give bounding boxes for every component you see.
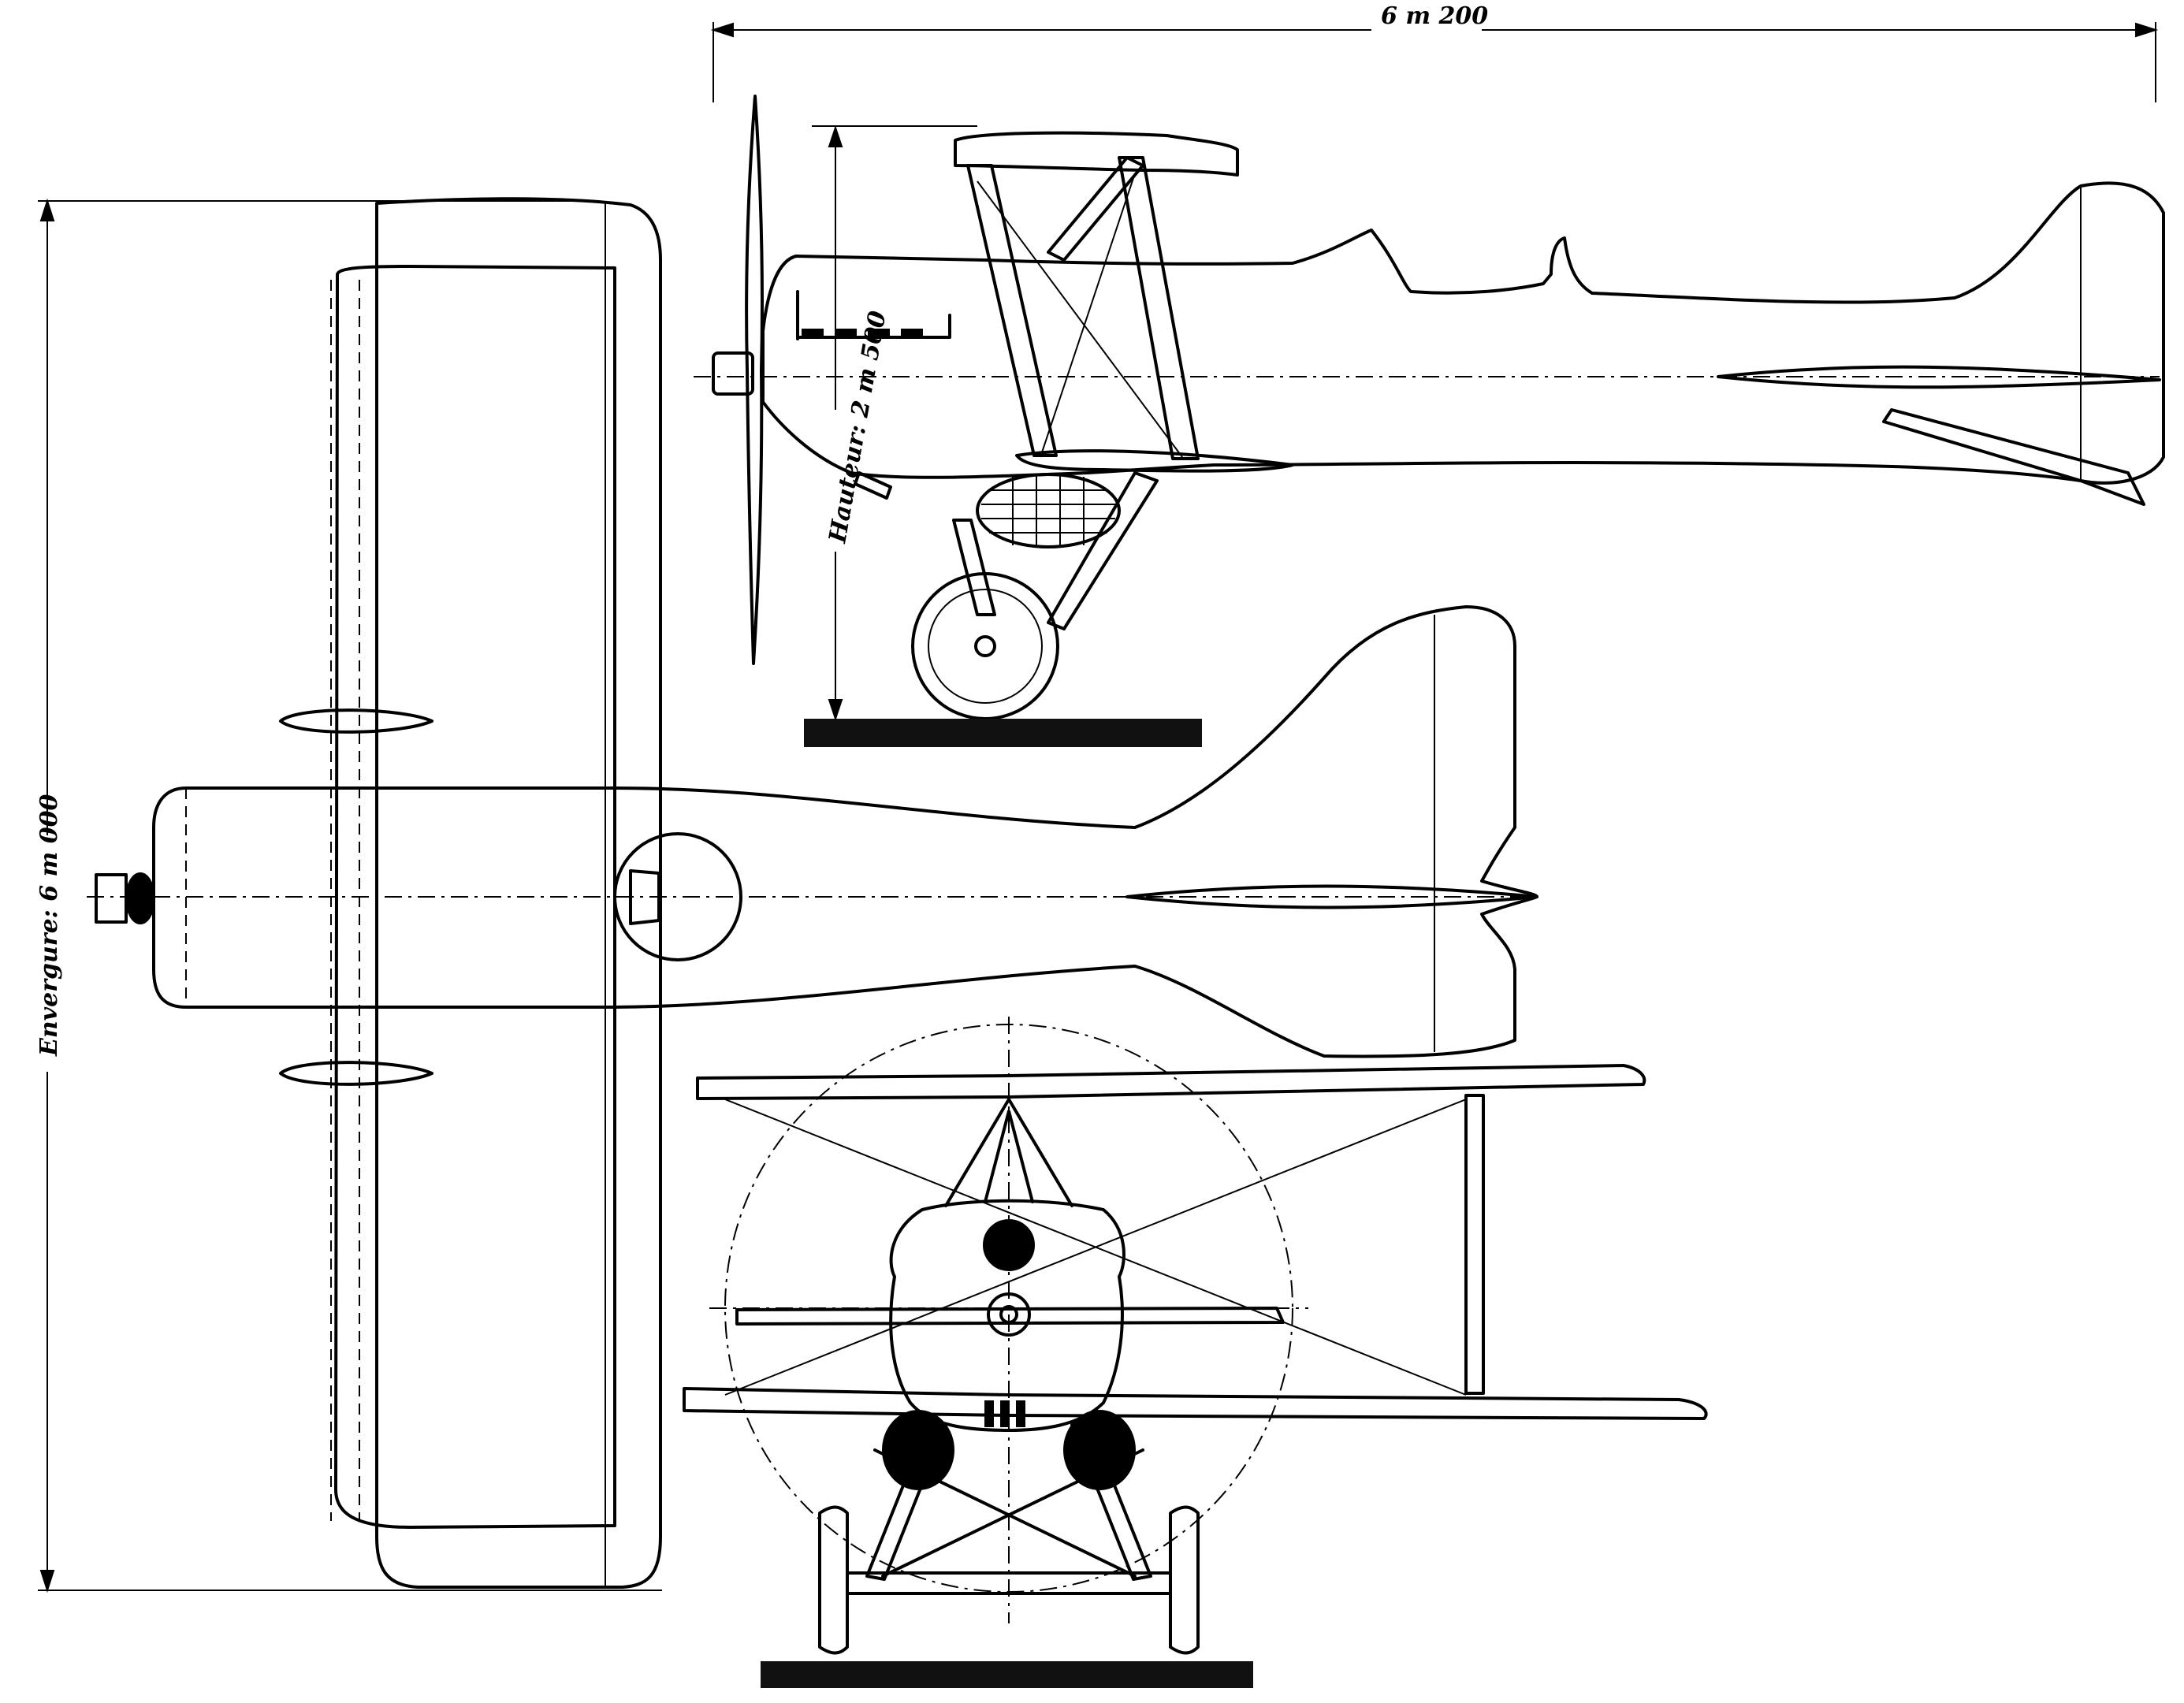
plan-fuselage <box>152 605 1538 1058</box>
length-label: 6 m 200 <box>1381 2 1488 30</box>
length-dimension: 6 m 200 <box>710 2 2159 102</box>
plan-propeller-hub <box>95 873 128 924</box>
height-dimension: Hauteur: 2 m 500 <box>812 125 977 722</box>
side-wheel <box>911 572 1059 720</box>
side-view <box>694 95 2165 747</box>
front-upper-wing <box>696 1064 1646 1100</box>
plan-lower-wing <box>334 265 616 1529</box>
side-lower-wing <box>1015 449 1294 473</box>
side-fuel-tank <box>976 473 1121 548</box>
side-propeller <box>745 95 764 665</box>
front-wheel-left <box>818 1505 849 1655</box>
front-lower-wing <box>683 1387 1708 1420</box>
side-fuselage <box>761 181 2165 485</box>
front-view <box>683 1017 1708 1688</box>
height-label: Hauteur: 2 m 500 <box>824 309 891 545</box>
span-label: Envergure: 6 m 000 <box>35 794 63 1057</box>
side-ground <box>804 719 1202 747</box>
plan-upper-wing <box>375 197 662 1589</box>
side-upper-wing <box>954 131 1239 177</box>
plan-view <box>87 197 1538 1589</box>
front-ground <box>761 1661 1253 1688</box>
front-wheel-right <box>1169 1505 1200 1655</box>
plan-cockpit <box>613 832 742 961</box>
span-dimension: Envergure: 6 m 000 <box>35 198 662 1593</box>
